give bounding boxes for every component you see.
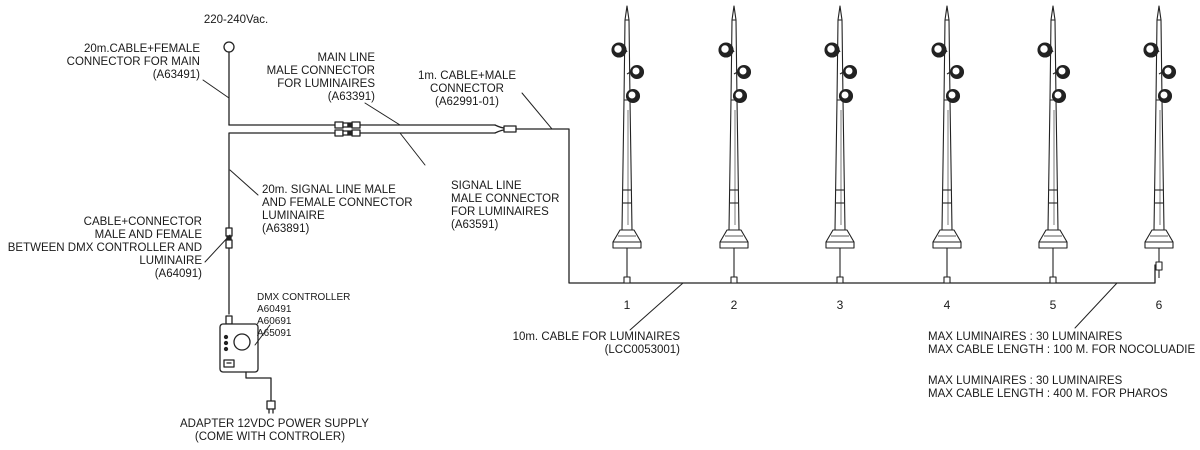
- luminaire-pole-icon: [718, 5, 752, 284]
- signal-cable: [228, 132, 496, 315]
- leader-lines: [202, 79, 1118, 346]
- adapter-plug-icon: [266, 400, 276, 414]
- dmx-controller-label: DMX CONTROLLER A60491 A60691 A65091: [257, 292, 351, 339]
- pole-number-3: 3: [836, 298, 844, 312]
- supply-label: 220-240Vac.: [203, 14, 269, 26]
- luminaire-pole-icon: [824, 5, 858, 284]
- spec-pharos: MAX LUMINAIRES : 30 LUMINAIRES MAX CABLE…: [928, 375, 1168, 400]
- cable-male-connector-label: 1m. CABLE+MALE CONNECTOR (A62991-01): [417, 70, 517, 108]
- mains-plug-icon: [223, 41, 235, 126]
- luminaire-pole-icon: [611, 5, 645, 284]
- main-line-connector-label: MAIN LINE MALE CONNECTOR FOR LUMINAIRES …: [266, 52, 375, 103]
- signal-line-connector-label: SIGNAL LINE MALE CONNECTOR FOR LUMINAIRE…: [451, 180, 560, 231]
- luminaire-poles: [611, 5, 1177, 284]
- one-metre-cable: [515, 128, 1156, 284]
- adapter-cable: [245, 371, 272, 402]
- pole-number-6: 6: [1155, 298, 1163, 312]
- pole-number-1: 1: [623, 298, 631, 312]
- dmx-controller-icon: [219, 315, 259, 373]
- male-connector-1m: [503, 125, 517, 133]
- signal-line-connector-icon: [334, 129, 361, 137]
- adapter-label: ADAPTER 12VDC POWER SUPPLY (COME WITH CO…: [180, 418, 369, 443]
- cable-10m-label: 10m. CABLE FOR LUMINAIRES (LCC0053001): [512, 331, 680, 356]
- signal-line-20m-label: 20m. SIGNAL LINE MALE AND FEMALE CONNECT…: [262, 184, 413, 235]
- luminaire-pole-icon: [1037, 5, 1071, 284]
- luminaire-pole-icon: [1143, 5, 1177, 278]
- spec-nocoluadie: MAX LUMINAIRES : 30 LUMINAIRES MAX CABLE…: [928, 331, 1196, 356]
- pole-number-5: 5: [1049, 298, 1057, 312]
- main-line-connector-icon: [334, 121, 361, 129]
- pole-number-2: 2: [730, 298, 738, 312]
- luminaire-pole-icon: [931, 5, 965, 284]
- main-cable-label: 20m.CABLE+FEMALE CONNECTOR FOR MAIN (A63…: [66, 43, 200, 81]
- pole-number-4: 4: [943, 298, 951, 312]
- cable-connector-label: CABLE+CONNECTOR MALE AND FEMALE BETWEEN …: [7, 216, 202, 280]
